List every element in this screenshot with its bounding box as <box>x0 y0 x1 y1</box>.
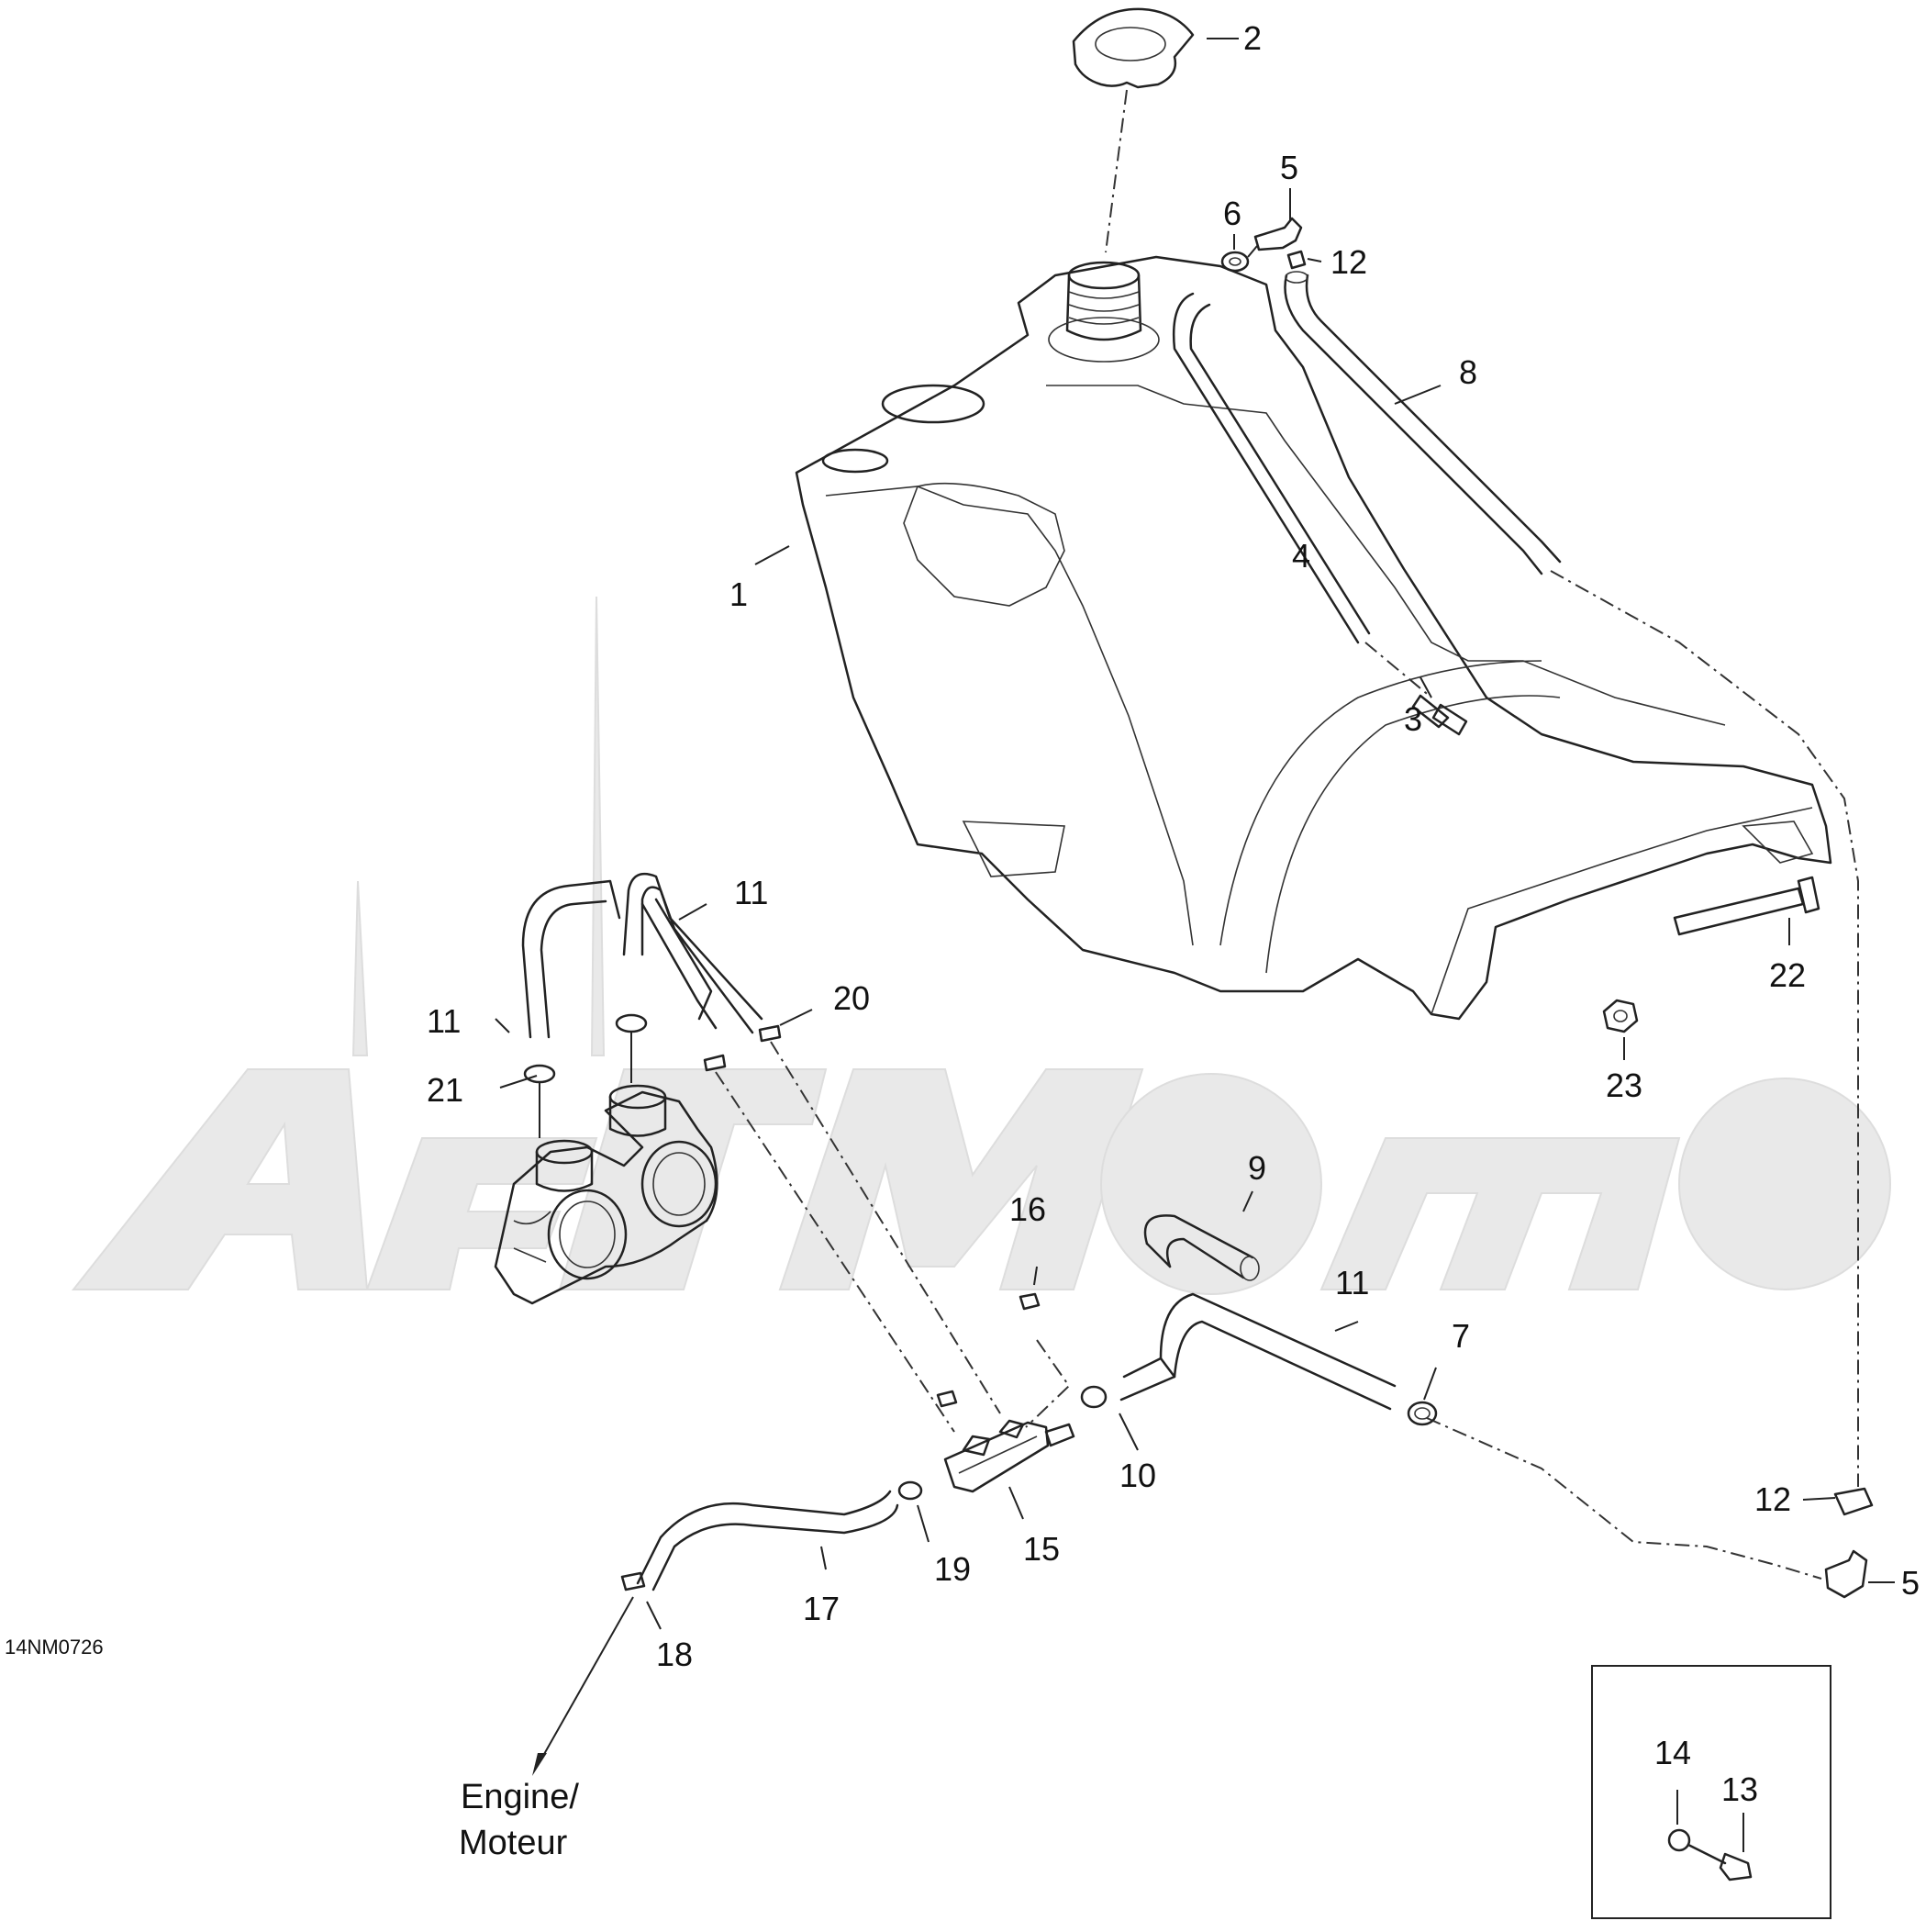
callout-19: 19 <box>934 1550 971 1588</box>
nut <box>1602 999 1639 1033</box>
callout-2: 2 <box>1243 19 1262 57</box>
callout-16: 16 <box>1009 1190 1046 1228</box>
callout-20: 20 <box>833 979 870 1017</box>
elbow-fitting-top <box>1220 217 1307 273</box>
callout-11-left: 11 <box>427 1002 461 1040</box>
routing-lines <box>715 1041 1822 1580</box>
bolt <box>1673 876 1820 936</box>
hose-clamps <box>523 1013 782 1138</box>
callout-11-right: 11 <box>1335 1264 1369 1301</box>
detail-inset <box>1591 1665 1831 1919</box>
watermark <box>71 596 1891 1295</box>
callout-4: 4 <box>1292 537 1310 575</box>
fuel-hose-long <box>1284 271 1859 1487</box>
fuel-line-engine <box>532 1480 923 1776</box>
callout-10: 10 <box>1119 1457 1156 1494</box>
callout-3: 3 <box>1404 700 1422 738</box>
callout-21: 21 <box>427 1071 463 1109</box>
callout-1: 1 <box>729 575 748 613</box>
callout-15: 15 <box>1023 1530 1060 1568</box>
callout-5-bottom: 5 <box>1901 1564 1920 1602</box>
fuel-tank <box>795 255 1832 1021</box>
fitting <box>1411 694 1468 736</box>
callout-11-top: 11 <box>734 874 768 911</box>
callout-18: 18 <box>656 1636 693 1673</box>
callout-9: 9 <box>1248 1149 1266 1187</box>
engine-label-line1: Engine/ <box>461 1778 579 1816</box>
engine-label-line2: Moteur <box>459 1824 568 1862</box>
callout-7: 7 <box>1452 1317 1470 1355</box>
callout-17: 17 <box>803 1590 840 1627</box>
return-hose <box>1119 1214 1397 1411</box>
callout-6: 6 <box>1223 195 1241 232</box>
vent-hose <box>1173 292 1432 698</box>
callout-8: 8 <box>1459 353 1477 391</box>
callout-23: 23 <box>1606 1067 1642 1104</box>
small-clamps <box>936 1292 1041 1408</box>
drawing-code: 14NM0726 <box>5 1636 104 1658</box>
callout-13: 13 <box>1721 1770 1758 1808</box>
callout-labels: 2 1 5 6 12 8 4 3 22 23 11 11 20 21 9 16 … <box>427 19 1920 1808</box>
leader-lines <box>495 38 1895 1852</box>
gas-cap <box>1072 7 1195 253</box>
elbow-fitting-bottom <box>1824 1487 1874 1599</box>
carb-vent-hoses <box>521 872 763 1039</box>
callout-5-top: 5 <box>1280 149 1298 186</box>
carburetor-assembly <box>494 1084 718 1305</box>
callout-22: 22 <box>1769 956 1806 994</box>
fittings-mid <box>1080 1385 1438 1426</box>
fuel-valve <box>943 1419 1075 1493</box>
callout-14: 14 <box>1654 1734 1691 1771</box>
callout-12-bottom: 12 <box>1754 1480 1791 1518</box>
callout-12-top: 12 <box>1330 243 1367 281</box>
